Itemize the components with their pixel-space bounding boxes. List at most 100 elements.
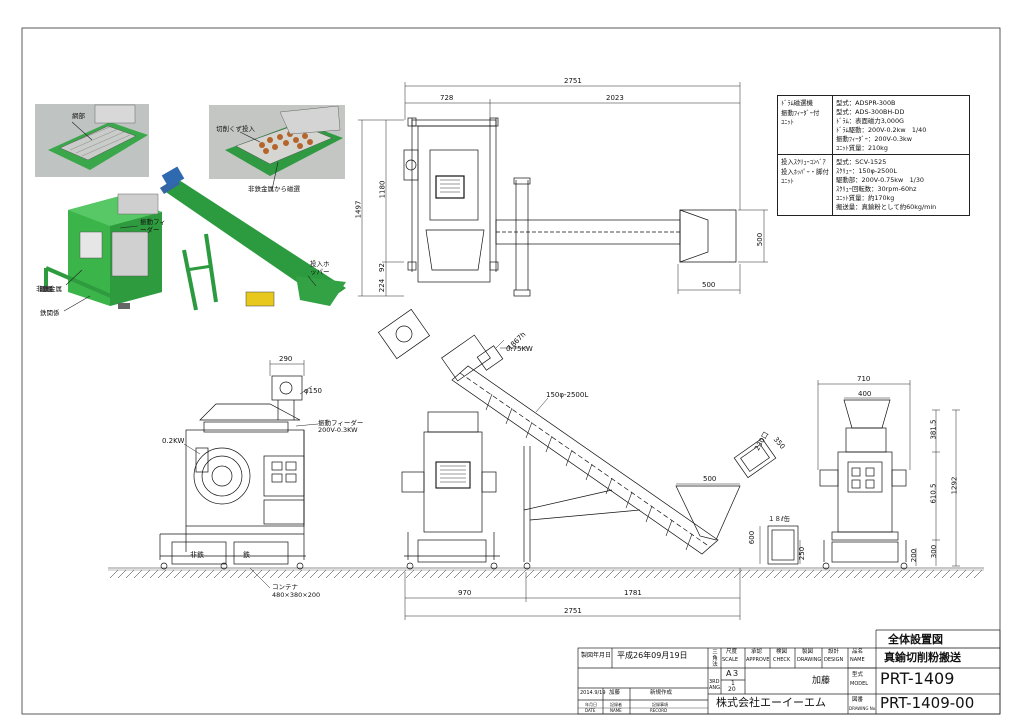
bin-iron: 鉄 [243,551,250,559]
dim-feeder-w: 290 [279,355,293,363]
photo-label-iron: 鉄関係 [40,309,60,317]
photo-mesh [35,104,149,177]
company-name: 株式会社エーイーエム [716,696,826,709]
rev-date-hdr-en: DATE [585,708,596,713]
separator-dims [183,360,319,589]
dim-top-right: 2023 [606,94,624,102]
dim-drum-motor: 0.2KW [162,437,185,445]
can-label: １８ℓ缶 [768,515,791,523]
drawing-no-label-en: DRAWING No. [849,706,877,711]
dim-hopper-h: 500 [756,232,765,247]
check-label-en: CHECK [773,657,791,663]
drawing-frame [21,27,1001,715]
side-view [819,399,908,570]
dim-side-h2: 610.5 [929,483,938,504]
rev-record-hdr-en: RECORD [650,708,668,713]
dim-container: コンテナ 480×380×200 [272,583,321,599]
dim-side-h1: 381.5 [929,419,938,440]
check-label: 検図 [776,649,788,655]
photo-collage [30,104,346,314]
paper-size: A３ [726,669,740,678]
photo-label-nonferrous: 非鉄金属から磁選 [248,185,300,193]
spec-unit1-line-1: 型式：ADS-300BH-DD [836,108,905,117]
spec-unit1-label: ﾄﾞﾗﾑ磁選機振動ﾌｨｰﾀﾞｰ付ﾕﾆｯﾄ [781,99,819,128]
spec-unit2-line-5: 搬送量：真鍮粉として約60kg/min [836,203,937,212]
designer-name: 加藤 [812,676,831,686]
spec-unit2-line-4: ﾕﾆｯﾄ質量：約170kg [836,194,895,203]
sandaku-label: 三角法 [712,650,718,669]
dim-front-left: 970 [458,589,472,597]
spec-unit2-line-3: ｽｸﾘｭｰ回転数：30rpm-60hz [836,185,917,194]
spec-unit1-label-line-1: 振動ﾌｨｰﾀﾞｰ付 [781,108,820,117]
dim-front-right: 1781 [624,589,642,597]
conveyor-front-view [377,308,799,570]
model-label-en: MODEL [850,681,869,687]
dim-top-h1: 1180 [378,180,387,199]
dim-side-h3: 300 [930,544,939,559]
name-label-en: NAME [850,657,865,663]
design-label-en: DESIGN [824,657,844,663]
issue-date-label: 製図年月日 [581,652,612,659]
spec-unit1-label-line-2: ﾕﾆｯﾄ [781,118,794,127]
model-label: 型式 [852,672,864,678]
issue-date: 平成26年09月19日 [617,651,688,660]
third-ang-label: 3RD ANG. [709,679,722,691]
separator-front-view [159,375,306,570]
dim-screw: 150φ-2500L [546,391,589,399]
design-label: 設計 [828,649,840,655]
rev-name-hdr: 記録者 [610,702,622,707]
spec-unit2-line-0: 型式：SCV-1525 [836,158,887,166]
rev-name-hdr-en: NAME [610,708,622,713]
photo-conveyor [160,166,346,311]
dim-front-total: 2751 [564,607,582,615]
spec-unit1-label-line-0: ﾄﾞﾗﾑ磁選機 [781,99,813,107]
plan-dims [358,82,768,297]
drawing-title: 全体設置図 [888,633,943,646]
dim-motor: 0.75KW [506,345,533,353]
spec-unit2-label: 投入ｽｸﾘｭｰｺﾝﾍﾞｱ投入ﾎｯﾊﾟｰ・脚付ﾕﾆｯﾄ [781,158,829,187]
scale-den: 20 [728,686,736,693]
spec-unit1-line-0: 型式：ADSPR-300B [836,99,896,107]
spec-unit2-line-1: ｽｸﾘｭｰ：150φ-2500L [836,167,897,176]
spec-unit2-line-2: 駆動部：200V-0.75kw 1/30 [836,176,924,185]
drawing-label: 製図 [802,649,814,655]
conveyor-dims [404,339,801,620]
dim-top-h3: 92 [377,263,386,272]
approve-label: 承認 [751,649,763,655]
photo-machine [30,186,170,314]
approve-label-en: APPROVE [746,657,770,663]
scale-label-en: SCALE [722,657,739,663]
dim-feeder-motor: 振動フィーダー 200V-0.3KW [318,419,364,435]
rev-date: 2014.9/19 [580,690,606,696]
rev-record: 新規作成 [650,690,673,696]
drawing-no-label: 図番 [852,697,864,703]
drawing-subtitle: 真鍮切削粉搬送 [884,651,961,664]
ground-hatch [109,569,983,579]
spec-unit2-label-line-0: 投入ｽｸﾘｭｰｺﾝﾍﾞｱ [781,158,826,166]
scale-label: 尺度 [726,649,738,655]
title-block-grid [577,629,1001,715]
model-number: PRT-1409 [880,669,955,688]
dim-hopper-w: 500 [702,281,716,289]
dim-top-height: 1497 [354,200,363,219]
dim-top-left: 728 [440,94,454,102]
drawing-number: PRT-1409-00 [880,694,975,712]
photo-label-mesh: 網部 [72,112,85,120]
photo-label-nonferrous-metal: 非鉄金属 [36,285,62,293]
drawing-label-en: DRAWING [797,657,822,663]
dim-hopper-side: 500 [703,475,717,483]
dim-side-total: 1292 [950,476,959,495]
rev-record-hdr: 記録事項 [652,702,668,707]
bin-nonferrous: 非鉄 [190,551,204,559]
dim-side-h4: 200 [910,548,919,563]
rev-name: 加藤 [609,690,621,696]
photo-label-hopper: 投入ホッパー [310,260,330,277]
photo-leaders [63,121,317,312]
spec-unit2-label-line-2: ﾕﾆｯﾄ [781,177,794,186]
ground-line [108,567,984,571]
